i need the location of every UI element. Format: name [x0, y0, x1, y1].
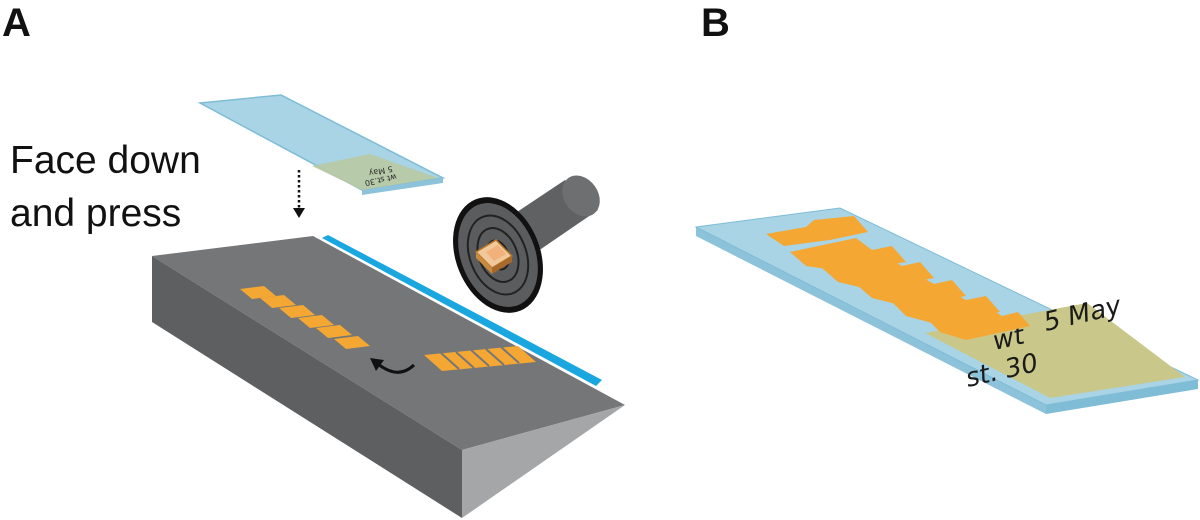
- curved-arrow-icon: [370, 358, 416, 374]
- mounted-sections: [766, 216, 1030, 340]
- section-ribbon-right: [424, 346, 536, 371]
- glass-slide-a: 5 May wt st.30: [197, 94, 446, 195]
- slide-label-area-a: [312, 154, 438, 190]
- dotted-down-arrow-icon: [293, 170, 305, 218]
- section-ribbon-left: [240, 286, 370, 349]
- specimen-block: [152, 235, 625, 518]
- blade-edge: [322, 235, 602, 386]
- panel-a-label: A: [2, 1, 31, 45]
- instruction-line-1: Face down: [10, 139, 201, 182]
- instruction-line-2: and press: [10, 192, 181, 235]
- panel-b-label: B: [701, 1, 730, 45]
- specimen-chuck: [453, 175, 600, 313]
